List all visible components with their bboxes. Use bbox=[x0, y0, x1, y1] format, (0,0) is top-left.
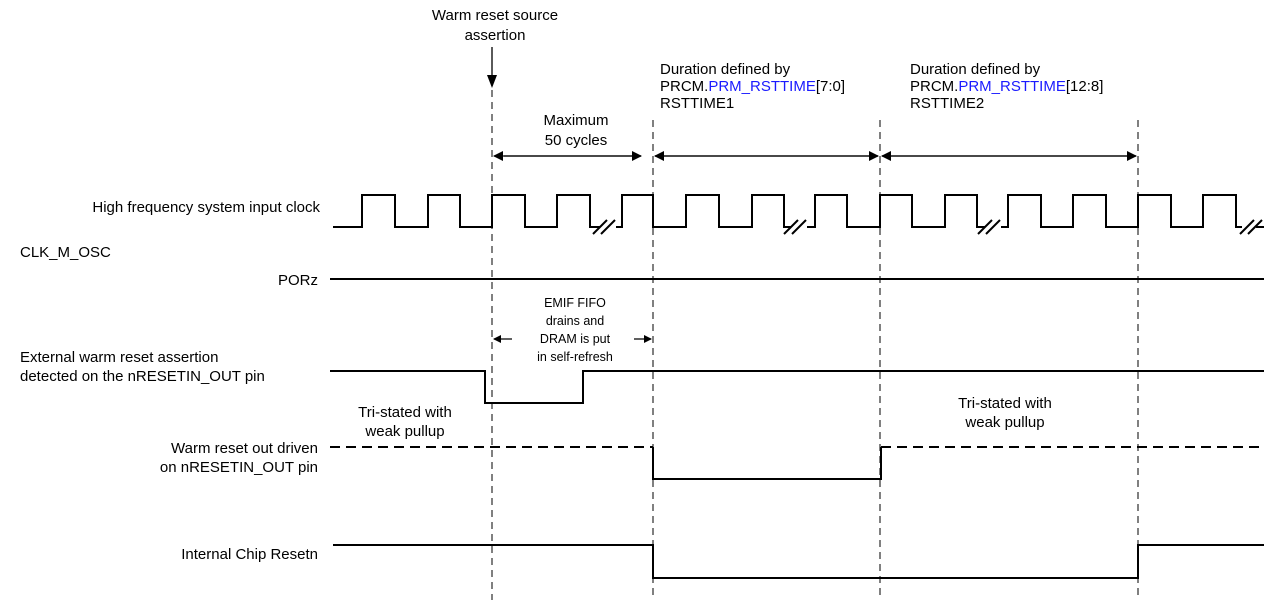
clock-waveform bbox=[333, 194, 1264, 228]
down-arrow-icon bbox=[487, 75, 497, 88]
rsttime1-line2: PRCM.PRM_RSTTIME[7:0] bbox=[660, 78, 845, 95]
internal-chip-resetn-label: Internal Chip Resetn bbox=[181, 546, 318, 563]
rsttime2-line1: Duration defined by bbox=[910, 61, 1041, 78]
clock-break-mark-1 bbox=[592, 219, 616, 235]
clock-break-mark-3 bbox=[977, 219, 1001, 235]
rsttime1-register-link[interactable]: PRM_RSTTIME bbox=[708, 78, 816, 95]
tristate-note-2-line2: weak pullup bbox=[964, 414, 1044, 431]
clock-signal-label: High frequency system input clock bbox=[92, 199, 320, 216]
warm-reset-out-label-line1: Warm reset out driven bbox=[171, 440, 318, 457]
tristate-note-2-line1: Tri-stated with bbox=[958, 395, 1052, 412]
emif-note-line1: EMIF FIFO bbox=[544, 296, 606, 310]
max-cycles-line1: Maximum bbox=[543, 112, 608, 129]
rsttime1-line3: RSTTIME1 bbox=[660, 95, 734, 112]
rsttime2-line3: RSTTIME2 bbox=[910, 95, 984, 112]
external-warm-reset-label-line2: detected on the nRESETIN_OUT pin bbox=[20, 368, 265, 385]
rsttime1-line1: Duration defined by bbox=[660, 61, 791, 78]
warm-reset-source-line1: Warm reset source bbox=[432, 7, 558, 24]
emif-note-line2: drains and bbox=[546, 314, 604, 328]
tristate-note-1-line2: weak pullup bbox=[364, 423, 444, 440]
emif-note-line4: in self-refresh bbox=[537, 350, 613, 364]
warm-reset-out-label-line2: on nRESETIN_OUT pin bbox=[160, 459, 318, 476]
porz-signal-label: PORz bbox=[278, 272, 318, 289]
warm-reset-out-driven-low bbox=[652, 447, 882, 480]
rsttime2-line2: PRCM.PRM_RSTTIME[12:8] bbox=[910, 78, 1103, 95]
clock-break-mark-4 bbox=[1239, 219, 1263, 235]
internal-chip-resetn-waveform bbox=[333, 544, 1264, 579]
warm-reset-source-line2: assertion bbox=[465, 27, 526, 44]
clock-break-mark-2 bbox=[783, 219, 807, 235]
emif-note-line3: DRAM is put bbox=[540, 332, 611, 346]
external-warm-reset-label-line1: External warm reset assertion bbox=[20, 349, 218, 366]
max-cycles-line2: 50 cycles bbox=[545, 132, 608, 149]
rsttime2-register-link[interactable]: PRM_RSTTIME bbox=[958, 78, 1066, 95]
external-warm-reset-waveform bbox=[330, 370, 1264, 404]
clock-signal-name: CLK_M_OSC bbox=[20, 244, 111, 261]
tristate-note-1-line1: Tri-stated with bbox=[358, 404, 452, 421]
